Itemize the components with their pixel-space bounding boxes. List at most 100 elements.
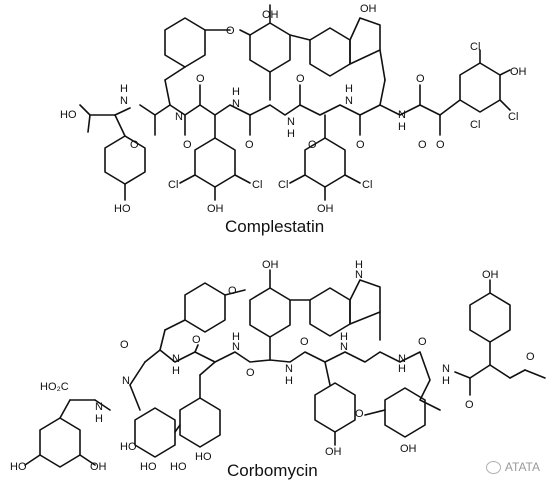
atom-label: HO xyxy=(195,451,212,463)
indole-pyrrole-ring xyxy=(349,17,381,65)
atom-label: H xyxy=(345,83,353,95)
atom-label: Cl xyxy=(508,111,518,123)
atom-label: N xyxy=(442,363,450,375)
biaryl-ring-2 xyxy=(179,397,221,448)
atom-label: OH xyxy=(510,66,527,78)
biaryl-ring-1 xyxy=(134,407,176,458)
atom-label: OH xyxy=(482,269,499,281)
atom-label: Cl xyxy=(252,179,262,191)
phenol-ring-right xyxy=(384,387,426,438)
atom-label: O xyxy=(465,399,474,411)
atom-label: HO xyxy=(140,461,157,473)
atom-label: HO xyxy=(120,441,137,453)
complestatin-atom-labels: HO N H Cl OH HO N H N O N H O H N O O H … xyxy=(60,3,527,215)
watermark: ATATA xyxy=(485,460,540,474)
atom-label: Cl xyxy=(470,119,480,131)
atom-label: O xyxy=(436,139,445,151)
complestatin-structure xyxy=(79,4,511,201)
atom-label: N xyxy=(340,341,348,353)
atom-label: H xyxy=(232,86,240,98)
hpg-ring-left xyxy=(104,135,146,185)
indole-pyrrole-ring-2 xyxy=(349,279,381,325)
atom-label: H xyxy=(398,121,406,133)
atom-label: O xyxy=(355,408,364,420)
corbomycin-structure xyxy=(24,269,546,468)
atom-label: O xyxy=(246,367,255,379)
dihydroxyphenyl-ring-left xyxy=(39,417,81,468)
atom-label: OH xyxy=(325,446,342,458)
atom-label: HO xyxy=(114,203,131,215)
atom-label: N xyxy=(175,111,183,123)
atom-label: O xyxy=(296,73,305,85)
atom-label: OH xyxy=(400,443,417,455)
atom-label: O xyxy=(226,25,235,37)
atom-label: HO xyxy=(10,461,27,473)
atom-label: N xyxy=(287,116,295,128)
dichlorophenol-ring-3 xyxy=(459,62,501,113)
central-ring xyxy=(249,22,291,73)
atom-label: H xyxy=(95,413,103,425)
atom-label: OH xyxy=(207,203,224,215)
atom-label: Cl xyxy=(470,41,480,53)
phenylene-ring-top xyxy=(164,17,206,68)
atom-label: H xyxy=(287,128,295,140)
corbomycin-atom-labels: OH N H OH HO₂C N H HO HO HO HO HO OH O N… xyxy=(10,259,535,473)
wechat-icon xyxy=(485,460,501,474)
atom-label: N xyxy=(355,269,363,281)
atom-label: Cl xyxy=(278,179,288,191)
atom-label: Cl xyxy=(362,179,372,191)
atom-label: O xyxy=(130,139,139,151)
atom-label: OH xyxy=(360,3,377,15)
atom-label: O xyxy=(356,139,365,151)
indole-benzene-ring xyxy=(309,27,351,77)
central-ring-2 xyxy=(249,287,291,338)
dichlorophenol-ring-1 xyxy=(194,137,236,188)
atom-label: H xyxy=(232,331,240,343)
atom-label: H xyxy=(340,331,348,343)
atom-label: H xyxy=(285,375,293,387)
atom-label: N xyxy=(95,401,103,413)
atom-label: O xyxy=(526,351,535,363)
atom-label: N xyxy=(345,95,353,107)
atom-label: N xyxy=(172,353,180,365)
atom-label: OH xyxy=(262,259,279,271)
molecule-name: Complestatin xyxy=(225,217,324,236)
atom-label: H xyxy=(355,259,363,271)
atom-label: H xyxy=(120,83,128,95)
indole-benzene-ring-2 xyxy=(309,287,351,337)
atom-label: H xyxy=(172,365,180,377)
watermark-text: ATATA xyxy=(504,460,540,474)
atom-label: O xyxy=(245,139,254,151)
atom-label: H xyxy=(398,363,406,375)
atom-label: O xyxy=(196,73,205,85)
atom-label: OH xyxy=(262,9,279,21)
phenylene-ring-top-2 xyxy=(184,282,226,333)
atom-label: O xyxy=(416,73,425,85)
atom-label: O xyxy=(192,334,201,346)
complestatin-backbone xyxy=(139,104,441,116)
atom-label: O xyxy=(120,339,129,351)
atom-label: O xyxy=(308,139,317,151)
atom-label: O xyxy=(418,139,427,151)
atom-label: N xyxy=(232,341,240,353)
atom-label: O xyxy=(183,139,192,151)
atom-label: O xyxy=(228,285,237,297)
phenol-ring-middle xyxy=(314,382,356,433)
atom-label: HO xyxy=(60,109,77,121)
atom-label: N xyxy=(398,353,406,365)
atom-label: N xyxy=(398,109,406,121)
corbomycin-backbone xyxy=(159,349,441,411)
molecule-name: Corbomycin xyxy=(227,461,318,480)
atom-label: O xyxy=(418,336,427,348)
atom-label: HO xyxy=(170,461,187,473)
atom-label: OH xyxy=(317,203,334,215)
atom-label: Cl xyxy=(168,179,178,191)
atom-label: O xyxy=(300,336,309,348)
atom-label: HO₂C xyxy=(40,381,69,393)
atom-label: N xyxy=(122,375,130,387)
atom-label: H xyxy=(442,375,450,387)
atom-label: N xyxy=(232,98,240,110)
hpg-ring-right xyxy=(469,292,511,343)
atom-label: N xyxy=(285,363,293,375)
